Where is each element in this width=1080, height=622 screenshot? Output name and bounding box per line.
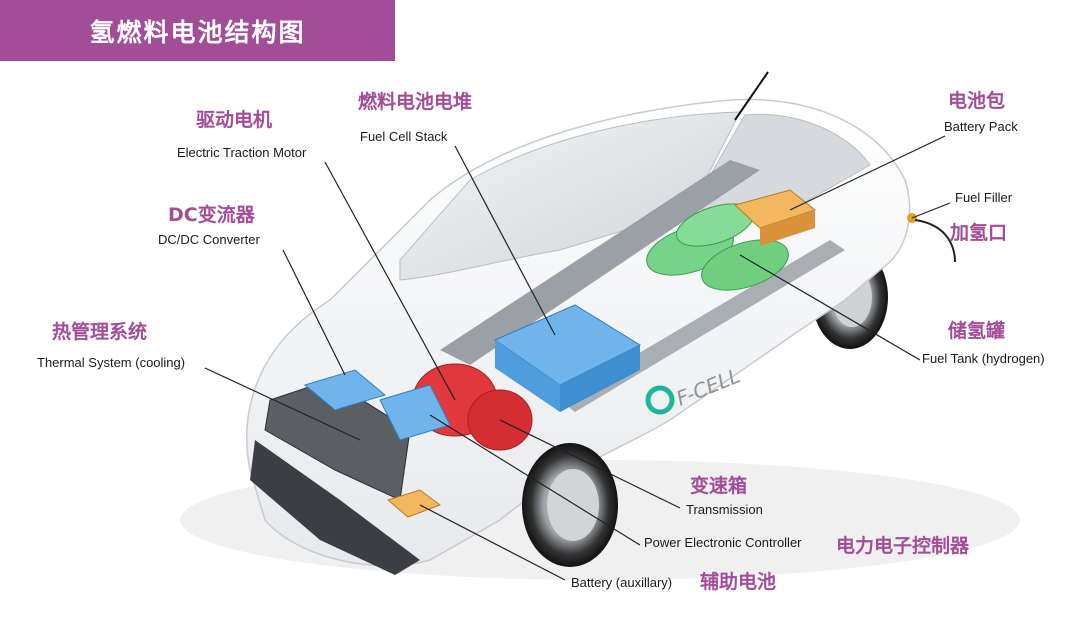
battery-pack-label-zh: 电池包: [948, 90, 1006, 112]
fuel-hose: [914, 219, 956, 263]
pec-label-en: Power Electronic Controller: [644, 535, 802, 550]
aux-battery-label-en: Battery (auxillary): [571, 575, 673, 590]
aux-battery-shape: [386, 489, 442, 518]
hydrogen-tanks-shape: [646, 203, 789, 291]
fuel-cell-stack-shape: [493, 304, 642, 412]
thermal-label-en: Thermal System (cooling): [37, 355, 186, 370]
leader-thermal: [204, 367, 361, 441]
leader-fuel-filler: [911, 202, 951, 219]
fuel-filler-label-zh: 加氢口: [950, 222, 1008, 244]
antenna: [734, 71, 769, 121]
leader-motor: [324, 161, 456, 401]
battery-pack-label-en: Battery Pack: [944, 119, 1018, 134]
motor-label-zh: 驱动电机: [196, 109, 273, 131]
leader-transmission: [499, 419, 681, 509]
leader-battery-pack: [789, 135, 946, 211]
stack-label-zh: 燃料电池电堆: [358, 91, 473, 113]
tank-label-zh: 储氢罐: [948, 320, 1006, 342]
transmission-label-zh: 变速箱: [690, 475, 748, 497]
transmission-label-en: Transmission: [686, 502, 763, 517]
dcdc-converter-shape: [303, 369, 387, 411]
leader-tank: [739, 254, 921, 361]
battery-pack-shape: [733, 189, 817, 246]
leader-stack: [454, 145, 556, 336]
leader-lines: [204, 135, 951, 581]
front-wheel: [522, 443, 618, 567]
front-grille: [250, 440, 420, 575]
title-banner: 氢燃料电池结构图: [0, 0, 395, 61]
chassis-rail: [440, 160, 760, 365]
fcell-logo-icon: [645, 385, 675, 415]
dcdc-label-en: DC/DC Converter: [158, 232, 260, 247]
leader-aux-battery: [419, 504, 566, 581]
page-title: 氢燃料电池结构图: [89, 17, 306, 47]
dcdc-label-zh: DC变流器: [168, 204, 255, 226]
pec-shape: [379, 384, 451, 441]
tank-label-en: Fuel Tank (hydrogen): [922, 351, 1045, 366]
pec-label-zh: 电力电子控制器: [836, 535, 970, 557]
aux-battery-label-zh: 辅助电池: [700, 571, 777, 593]
fuel-filler-label-en: Fuel Filler: [955, 190, 1013, 205]
thermal-label-zh: 热管理系统: [52, 321, 148, 343]
stack-label-en: Fuel Cell Stack: [360, 129, 448, 144]
leader-pec: [429, 414, 641, 546]
leader-dcdc: [282, 249, 346, 376]
motor-label-en: Electric Traction Motor: [177, 145, 307, 160]
